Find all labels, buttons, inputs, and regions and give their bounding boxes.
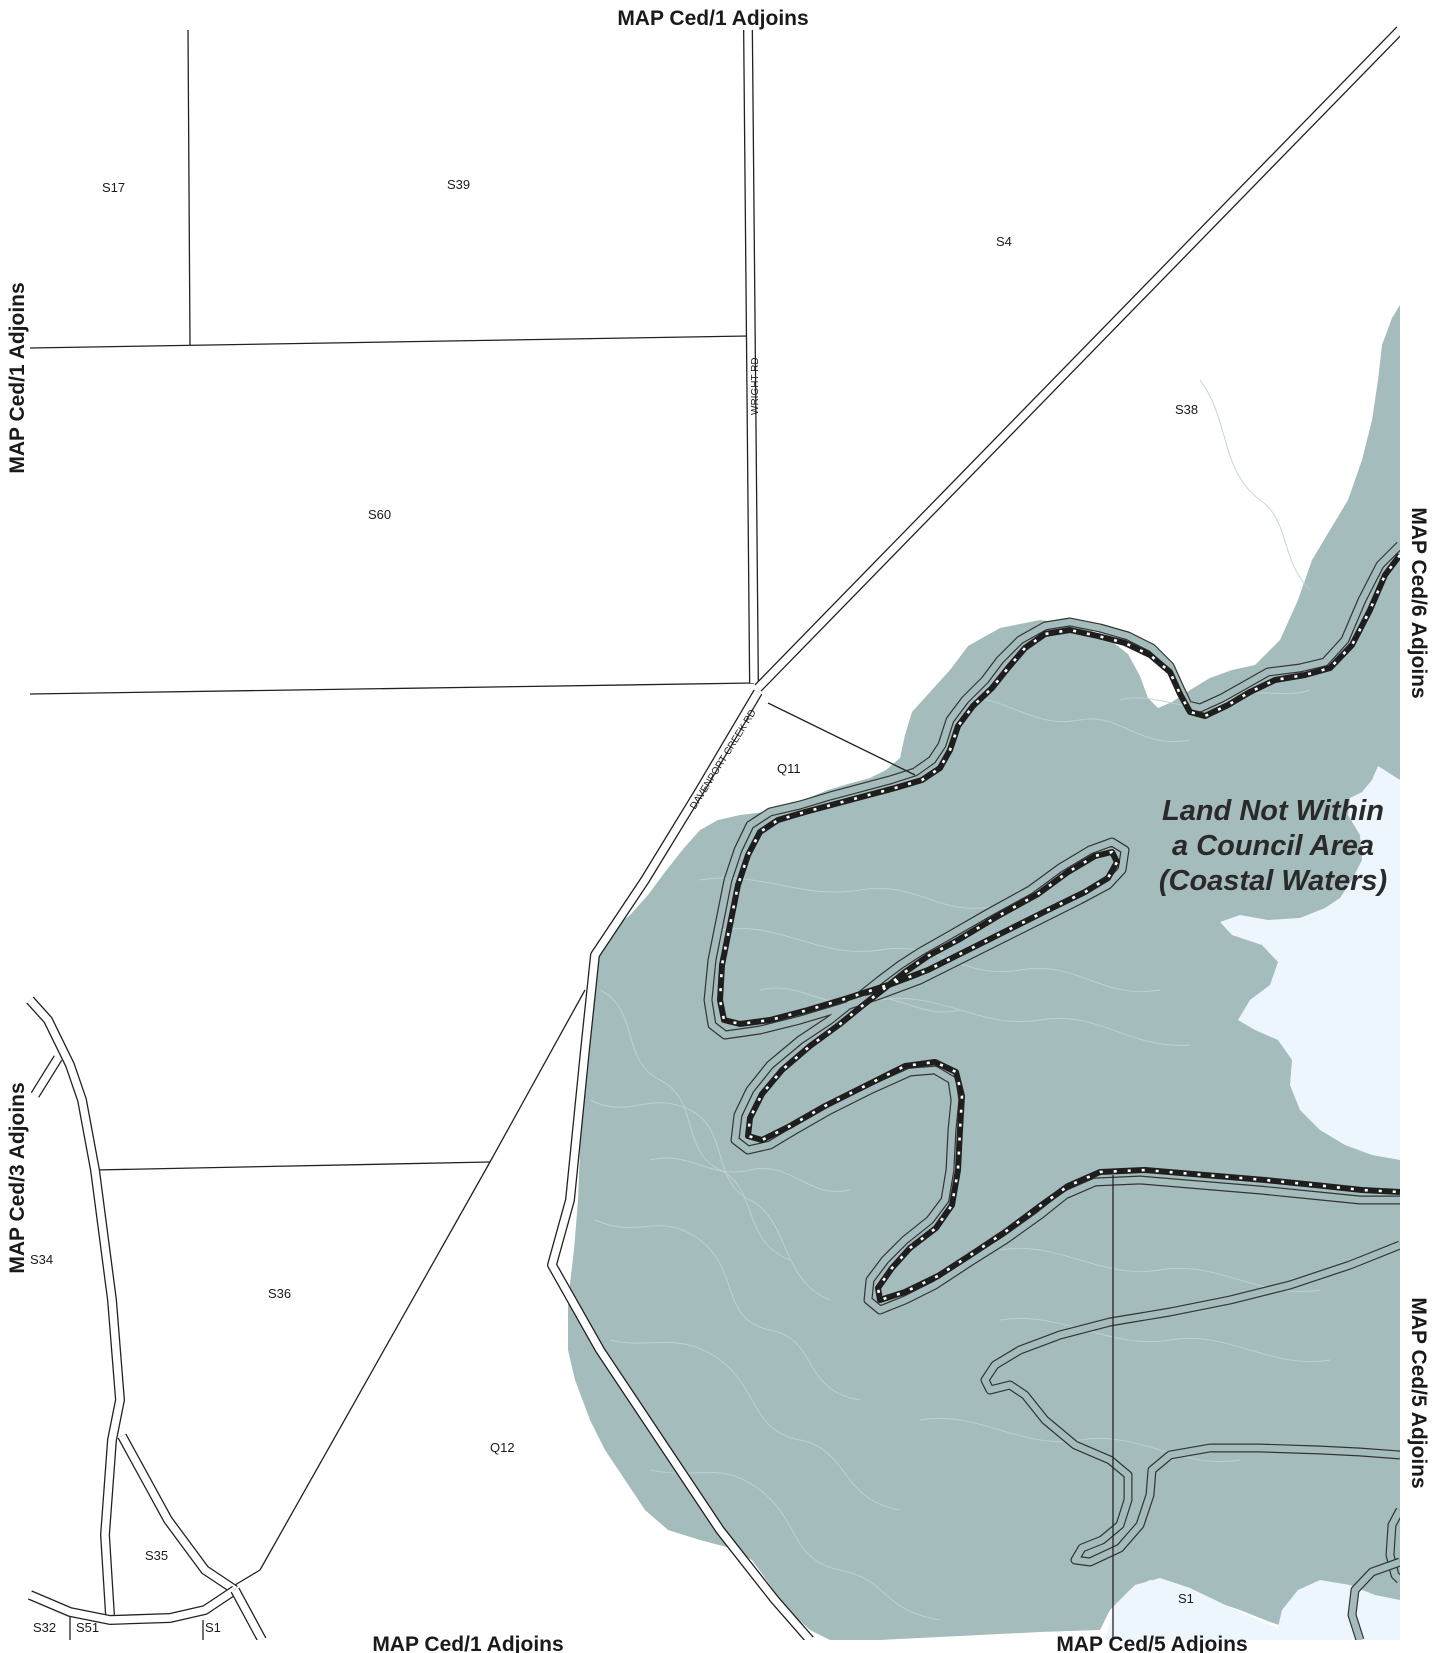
roads [26, 26, 1404, 1644]
parcel-label-s4: S4 [996, 234, 1012, 249]
parcel-label-s32: S32 [33, 1620, 56, 1635]
light-water-lower [1105, 1578, 1300, 1640]
parcel-label-q12: Q12 [490, 1440, 515, 1455]
parcel-label-s36: S36 [268, 1286, 291, 1301]
council-area-boundary [717, 553, 1403, 1303]
region-label: Land Not Within a Council Area (Coastal … [1159, 795, 1387, 897]
parcel-label-s1-right: S1 [1178, 1591, 1194, 1606]
parcel-label-s35: S35 [145, 1548, 168, 1563]
parcel-label-s51: S51 [76, 1620, 99, 1635]
adjoin-label-top: MAP Ced/1 Adjoins [617, 7, 808, 30]
adjoin-label-bottom-right: MAP Ced/5 Adjoins [1056, 1633, 1247, 1653]
region-label-line1: Land Not Within [1162, 795, 1384, 827]
water-channels [703, 541, 1404, 1642]
adjoin-label-left-lower: MAP Ced/3 Adjoins [6, 1082, 29, 1273]
parcel-label-s39: S39 [447, 177, 470, 192]
parcel-label-s38: S38 [1175, 402, 1198, 417]
parcel-label-s60: S60 [368, 507, 391, 522]
region-label-line2: a Council Area [1172, 830, 1374, 862]
adjoin-label-right-upper: MAP Ced/6 Adjoins [1407, 507, 1430, 698]
road-label-wright: WRIGHT RD [750, 357, 761, 415]
map-frame-mask-bottom [0, 1640, 1437, 1653]
parcel-label-s1-bottom: S1 [205, 1620, 221, 1635]
light-water-channel [1275, 1580, 1400, 1640]
light-water-upper [1220, 766, 1400, 1160]
adjoin-label-bottom-left: MAP Ced/1 Adjoins [372, 1633, 563, 1653]
adjoin-label-left: MAP Ced/1 Adjoins [6, 282, 29, 473]
parcel-label-s17: S17 [102, 180, 125, 195]
adjoin-label-right-lower: MAP Ced/5 Adjoins [1407, 1297, 1430, 1488]
parcel-label-q11: Q11 [777, 761, 801, 776]
region-label-line3: (Coastal Waters) [1159, 865, 1387, 897]
map-frame-mask-right [1400, 0, 1437, 1653]
parcel-boundaries [29, 29, 1114, 1640]
parcel-label-s34: S34 [30, 1252, 53, 1267]
road-label-davenport: DAVENPORT CREEK RD [688, 708, 759, 812]
